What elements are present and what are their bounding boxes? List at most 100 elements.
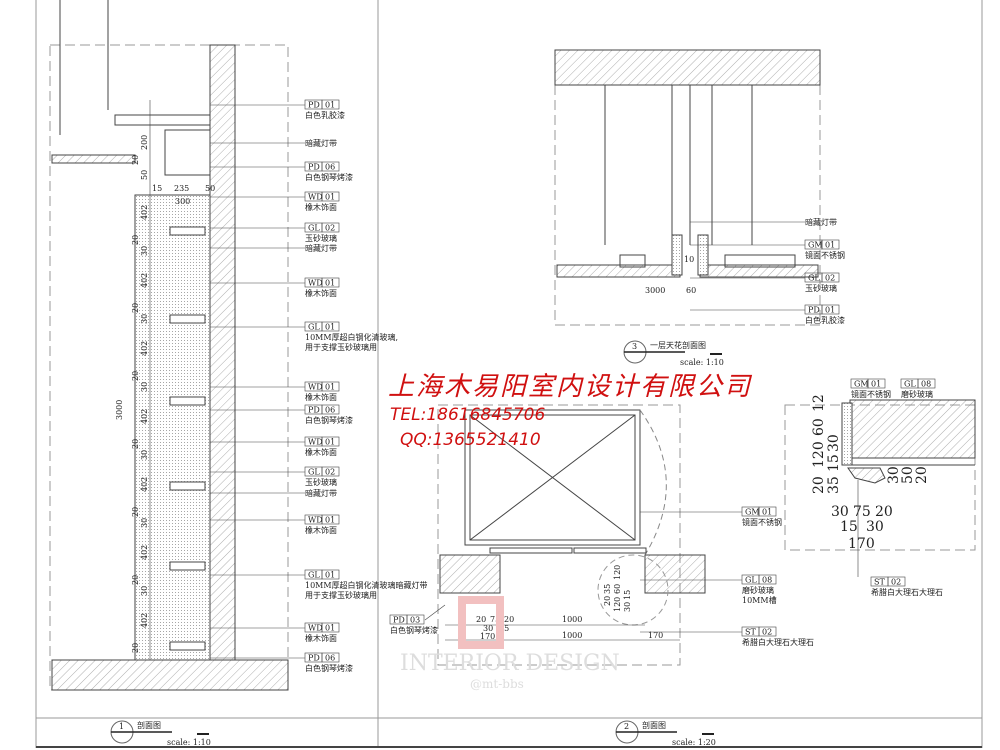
dim-horizontal: 30 [831,504,849,520]
dim-vertical: 30 [886,466,902,484]
material-description: 橡木饰面 [305,633,337,643]
material-tag-box [321,321,340,332]
dim-label: 1000 [562,615,582,624]
material-code: WD [308,279,323,288]
dim-label: 170 [480,632,495,641]
material-number: 06 [325,654,335,663]
dim-label: 120 [613,565,622,580]
dim-vertical: 50 [140,170,149,180]
dim-vertical: 20 [811,476,827,494]
dim-vertical: 402 [140,273,149,288]
material-number: 06 [325,163,335,172]
dim-horizontal: 20 [875,504,893,520]
dim-vertical: 30 [140,586,149,596]
material-number: 01 [325,516,335,525]
watermark-tel: TEL:18616845706 [390,405,545,425]
material-description: 镜面不锈钢 [805,250,845,260]
material-description: 白色钢琴烤漆 [305,415,353,425]
dim-vertical: 30 [140,450,149,460]
material-tag-box [321,222,340,233]
dim-vertical: 402 [140,409,149,424]
material-number: 01 [325,193,335,202]
dim-label: 30 [623,602,632,612]
material-description: 橡木饰面 [305,202,337,212]
dim-vertical: 15 [826,454,842,472]
material-tag-box [321,161,340,172]
dim-vertical: 30 [826,434,842,452]
material-tag-box [758,574,777,585]
dim-horizontal: 15 [840,519,858,535]
material-number: 02 [825,274,835,283]
material-description: 暗藏灯带 [805,217,837,227]
dim-horizontal: 30 [866,519,884,535]
material-number: 02 [325,224,335,233]
material-description: 10MM厚超白钢化清玻璃暗藏灯带 [305,580,428,590]
dim-label: 15 [623,590,632,600]
material-description-line2: 用于支撑玉砂玻璃用 [305,590,377,600]
dim-vertical: 402 [140,341,149,356]
material-code: PD [393,616,405,625]
material-number: 01 [825,306,835,315]
material-number: 01 [762,508,772,517]
ceiling-dim-60: 60 [686,286,696,295]
material-description: 橡木饰面 [305,447,337,457]
material-description: 镜面不锈钢 [851,389,891,399]
dim-vertical: 35 [826,476,842,494]
material-code: PD [808,306,820,315]
material-tag-box [321,436,340,447]
section-1-scale: scale: 1:10 [167,738,211,747]
material-number: 01 [325,571,335,580]
dim-vertical: 402 [140,477,149,492]
material-tag-box [321,514,340,525]
material-number: 01 [325,279,335,288]
material-code: GM [808,241,823,250]
material-number: 06 [325,406,335,415]
glass-light-slot [169,314,206,324]
dim-label: 20 [504,615,514,624]
material-code: PD [308,654,320,663]
dim-vertical: 30 [140,314,149,324]
leader-line [424,604,446,621]
dim-vertical: 402 [140,205,149,220]
glass-light-slot [169,481,206,491]
ceiling-dim-10: 10 [684,255,694,264]
material-tag-box [917,378,936,389]
material-number: 02 [891,578,901,587]
material-description: 白色钢琴烤漆 [305,663,353,673]
material-tag-box [821,239,840,250]
sheet-frame [35,0,983,748]
material-tag-box [821,272,840,283]
material-code: WD [308,438,323,447]
dim-vertical: 20 [131,155,140,165]
material-number: 02 [325,468,335,477]
watermark: INTERIOR DESIGN @mt-bbs 上海木易阳室内设计有限公司 TE… [388,372,751,691]
dim-label: 30 [483,624,493,633]
material-tag-box [321,191,340,202]
material-code: ST [874,578,885,587]
watermark-handle: @mt-bbs [470,677,524,691]
dim-label: 120 [613,597,622,612]
material-code: WD [308,193,323,202]
material-tag-box [758,626,777,637]
material-description: 磨砂玻璃 [901,389,933,399]
dim-label: 1000 [562,631,582,640]
material-tag-box [321,99,340,110]
watermark-qq: QQ:1365521410 [400,430,541,450]
dim-width: 300 [175,197,190,206]
dim-label: 75 [490,615,500,624]
detail-dim-total: 170 [848,536,875,552]
material-tag-box [321,381,340,392]
dim-label: 60 [613,584,622,594]
material-code: GL [308,571,320,580]
section-3-title: 一层天花剖面图 [650,340,706,350]
dim-vertical: 20 [131,575,140,585]
material-code: PD [308,163,320,172]
glass-light-slot [169,641,206,651]
material-description: 10MM厚超白钢化清玻璃, [305,332,398,342]
material-code: WD [308,516,323,525]
dim-vertical: 20 [914,466,930,484]
dim-vertical: 12 [811,394,827,412]
dim-vertical: 30 [140,382,149,392]
